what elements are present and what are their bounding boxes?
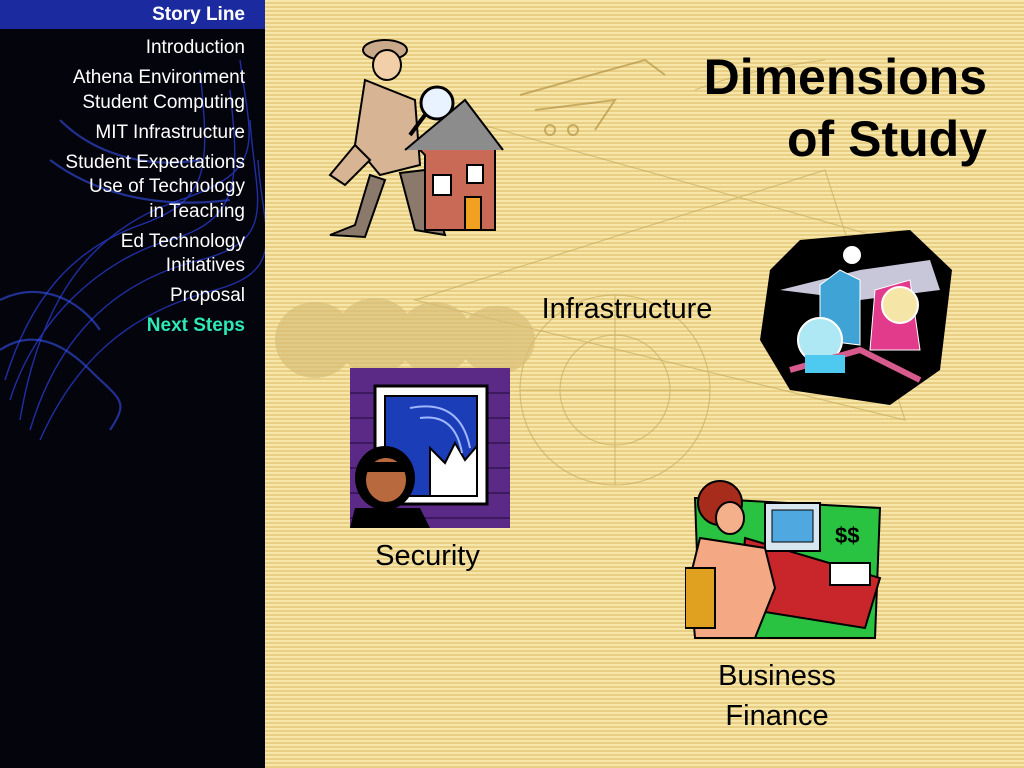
nav-introduction[interactable]: Introduction bbox=[65, 36, 245, 61]
caption-infrastructure: Infrastructure bbox=[541, 293, 713, 325]
nav-item-label: Introduction bbox=[145, 37, 245, 58]
caption-business-finance: Business Finance bbox=[718, 660, 836, 732]
nav-item-label: in Teaching bbox=[149, 200, 245, 222]
nav-item-label: Ed Technology bbox=[120, 230, 245, 252]
sidebar-heading: Story Line bbox=[152, 4, 245, 25]
burglar-window-icon bbox=[350, 368, 510, 528]
svg-text:$$: $$ bbox=[835, 523, 859, 548]
nav-item-label: Student Expectations bbox=[65, 151, 245, 173]
infrastructure-city-icon bbox=[760, 230, 952, 405]
slide: Dimensions of Study Infrastructure bbox=[265, 0, 1024, 768]
nav-proposal[interactable]: Proposal bbox=[65, 284, 245, 309]
woman-at-computer-icon: $$ bbox=[685, 480, 882, 639]
nav-item-label: Proposal bbox=[170, 285, 245, 306]
nav-item-label: Next Steps bbox=[146, 315, 245, 336]
caption-security: Security bbox=[375, 540, 480, 572]
sidebar-swirl-decoration bbox=[0, 59, 265, 441]
nav-item-label: Athena Environment bbox=[72, 67, 245, 88]
nav-item-label: MIT Infrastructure bbox=[95, 121, 245, 143]
nav-item-label: Student Computing bbox=[82, 91, 245, 113]
nav-item-label: Initiatives bbox=[165, 255, 245, 276]
nav-item-label: Use of Technology bbox=[89, 176, 245, 197]
nav-mit-infrastructure[interactable]: MIT Infrastructure bbox=[65, 121, 245, 146]
nav-next-steps[interactable]: Next Steps bbox=[65, 314, 245, 339]
detective-inspecting-house-icon bbox=[328, 39, 504, 239]
sidebar-heading-bar: Story Line bbox=[0, 0, 265, 29]
slide-title: Dimensions of Study bbox=[703, 49, 987, 167]
